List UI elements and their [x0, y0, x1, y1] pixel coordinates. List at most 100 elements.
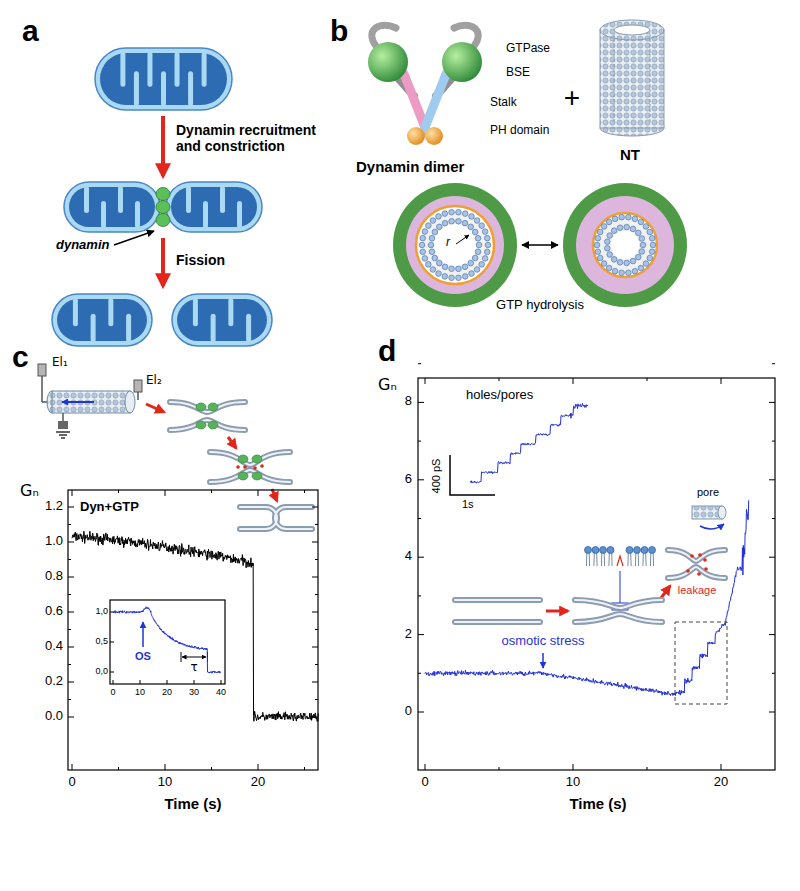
mitochondrion: [101, 201, 106, 228]
axis-tick: [721, 764, 722, 770]
step-label: Fission: [176, 252, 225, 268]
nanotube: [600, 20, 664, 136]
axis-title: Gₙ: [20, 482, 39, 500]
tube-cross-section: [611, 231, 639, 259]
tick-label: 0.4: [45, 639, 63, 654]
process-arrow: [161, 238, 165, 286]
tick-label: 0,0: [95, 666, 108, 676]
nanotube: [600, 20, 664, 40]
tube-cross-section: [639, 236, 645, 242]
tick-label: 0.2: [45, 674, 63, 689]
mitochondrion: [166, 182, 262, 232]
electrode-setup: [52, 391, 130, 413]
tube-cross-section: [422, 212, 488, 278]
axis-tick: [769, 479, 775, 480]
membrane: [170, 420, 245, 430]
axis-tick: [418, 712, 424, 713]
panel-letter: a: [22, 14, 39, 49]
axis-tick: [312, 542, 318, 543]
tick-label: 1.0: [45, 534, 63, 549]
mitochondrion: [91, 314, 96, 342]
tube-cross-section: [617, 260, 623, 266]
membrane: [575, 614, 662, 622]
radius-arrow: [456, 235, 469, 244]
tube-cross-section: [426, 223, 432, 229]
membrane-arrow: [546, 610, 568, 613]
tube-cross-section: [469, 271, 475, 277]
pore-label: pore: [697, 486, 719, 499]
axis-tick: [113, 680, 114, 684]
tube-cross-section: [638, 219, 644, 225]
leakage-dots: [260, 464, 264, 468]
lipid-detail: [601, 553, 604, 566]
tube-cross-section: [479, 262, 485, 268]
tube-cross-section: [462, 264, 468, 270]
mitochondrion: [202, 52, 207, 87]
tube-cross-section: [605, 246, 611, 252]
membrane: [240, 507, 277, 529]
tube-cross-section: [422, 256, 428, 262]
axis-tick: [258, 490, 259, 496]
axis-tick: [68, 542, 74, 543]
mitochondrion: [171, 187, 257, 227]
pore-icon: [692, 506, 726, 529]
membrane: [575, 600, 662, 608]
tube-cross-section: [436, 260, 442, 266]
tick-label: 10: [158, 775, 172, 790]
tube-cross-section: [647, 255, 653, 261]
tube-cross-section: [428, 242, 434, 248]
tube-cross-section: [462, 274, 468, 280]
tube-cross-section: [601, 261, 607, 267]
part-label: NT: [620, 146, 640, 163]
mitochondrion: [57, 299, 147, 341]
axis-tick: [418, 595, 421, 596]
generated-art: [52, 48, 775, 770]
mitochondrion: [246, 314, 251, 342]
tube-cross-section: [626, 214, 632, 220]
electrode-setup: [41, 376, 43, 402]
tube-cross-section: [449, 209, 455, 215]
leakage-dots: [253, 466, 257, 470]
tube-cross-section: [436, 214, 442, 220]
axis-title: Time (s): [569, 795, 626, 812]
membrane: [170, 402, 245, 412]
protein-label: dynamin: [56, 238, 109, 253]
electrode-setup: [228, 437, 236, 448]
tube-cross-section: [649, 249, 655, 255]
axis-tick: [110, 672, 114, 673]
tube-cross-section: [601, 224, 607, 230]
tick-label: 0,5: [95, 636, 108, 646]
mitochondrion: [69, 187, 155, 227]
membrane: [275, 507, 312, 529]
leakage-dots: [704, 567, 708, 571]
axis-tick: [312, 507, 318, 508]
lipid-detail: [643, 553, 646, 566]
tube-cross-section: [482, 229, 488, 235]
axis-tick: [304, 767, 305, 770]
axis-tick: [68, 612, 74, 613]
lipid-detail: [600, 547, 607, 554]
step-label: Dynamin recruitment and constriction: [176, 122, 336, 154]
tick-label: 1,0: [95, 606, 108, 616]
electrode-label: El₂: [146, 374, 162, 388]
lipid-detail: [585, 547, 592, 554]
axis-tick: [68, 577, 74, 578]
tick-label: 0: [110, 687, 115, 697]
lipid-detail: [609, 553, 612, 566]
axis-tick: [647, 767, 648, 770]
panel-letter: b: [330, 14, 348, 49]
panel-letter: d: [378, 334, 396, 369]
leakage-dots: [686, 569, 690, 573]
dynamin-ring: [196, 403, 262, 480]
tube-cross-section: [456, 266, 462, 272]
electrode-setup: [134, 380, 142, 392]
membrane: [575, 614, 662, 622]
axis-tick: [110, 642, 114, 643]
membrane: [210, 470, 290, 482]
axis-tick: [211, 767, 212, 770]
tube-cross-section: [619, 214, 625, 220]
axis-tick: [118, 490, 119, 493]
nanotube: [614, 25, 650, 35]
tube-cross-section: [563, 183, 687, 307]
